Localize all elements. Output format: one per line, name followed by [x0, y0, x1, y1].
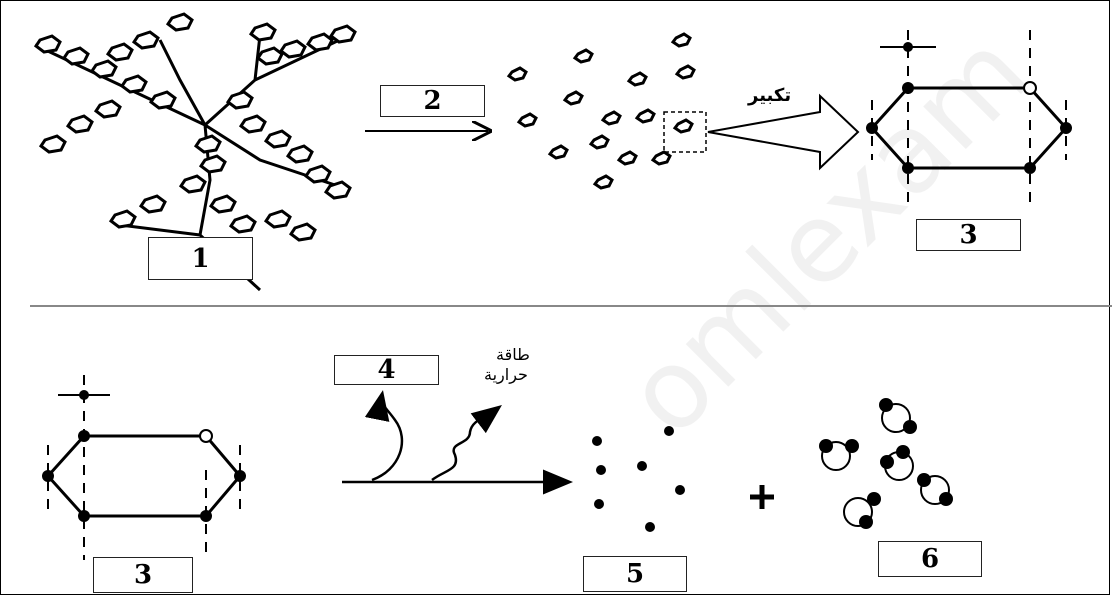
heat-energy-label-line1: طاقة — [496, 345, 530, 364]
monomer-structure-bottom — [46, 375, 242, 560]
label-4: 4 — [334, 355, 439, 385]
selection-box — [663, 111, 707, 153]
label-3-top: 3 — [916, 219, 1021, 251]
polymer-rings — [33, 12, 357, 242]
monomer-structure-top — [870, 30, 1068, 205]
label-1: 1 — [148, 237, 253, 280]
label-6: 6 — [878, 541, 982, 577]
molecule-atoms — [819, 398, 953, 529]
label-3-bottom: 3 — [93, 557, 193, 593]
section-divider — [30, 305, 1112, 307]
magnify-arrow — [707, 93, 860, 171]
label-5: 5 — [583, 556, 687, 592]
scattered-atoms — [592, 426, 685, 532]
monomer-atoms-bottom — [42, 390, 246, 522]
plus-sign — [750, 485, 774, 509]
label-2: 2 — [380, 85, 485, 117]
magnify-label: تكبير — [748, 85, 792, 106]
monomer-atoms-top — [866, 42, 1072, 174]
heat-energy-label-line2: حرارية — [484, 365, 528, 384]
reaction-arrow — [342, 390, 573, 495]
monomer-scatter — [506, 32, 696, 190]
